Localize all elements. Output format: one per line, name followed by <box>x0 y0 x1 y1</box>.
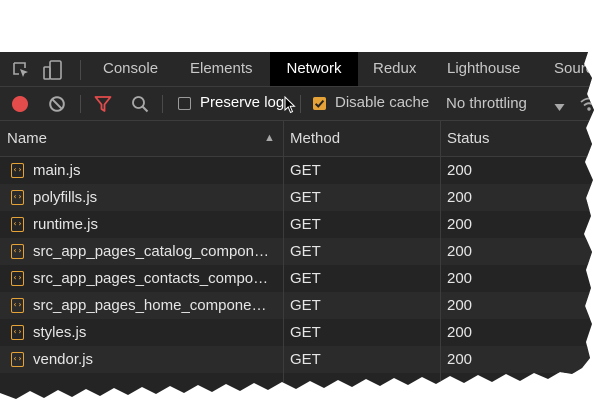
tab-redux-label: Redux <box>373 60 417 77</box>
table-row[interactable]: ‹› runtime.js GET 200 <box>0 211 594 238</box>
clear-icon[interactable] <box>48 95 66 113</box>
script-file-icon: ‹› <box>11 190 24 205</box>
tab-redux[interactable]: Redux <box>373 52 416 86</box>
table-row[interactable]: ‹› polyfills.js GET 200 <box>0 184 594 211</box>
script-file-icon: ‹› <box>11 325 24 340</box>
script-file-icon: ‹› <box>11 352 24 367</box>
tab-sources[interactable]: Sourc <box>554 52 593 86</box>
tab-network[interactable]: Network <box>270 52 358 86</box>
tab-elements[interactable]: Elements <box>190 52 253 86</box>
table-row[interactable]: ‹› src_app_pages_contacts_compo… GET 200 <box>0 265 594 292</box>
mouse-cursor-icon <box>284 95 296 114</box>
tab-sources-label: Sourc <box>554 60 594 77</box>
record-icon[interactable] <box>11 95 29 113</box>
request-method-cell: GET <box>290 162 321 179</box>
tab-console-label: Console <box>103 60 159 77</box>
request-name-cell: runtime.js <box>33 216 99 233</box>
throttling-select[interactable]: No throttling <box>446 95 527 112</box>
column-header-status[interactable]: Status <box>447 130 490 147</box>
network-conditions-icon[interactable] <box>580 96 594 112</box>
column-header-method[interactable]: Method <box>290 130 341 147</box>
request-method-cell: GET <box>290 351 321 368</box>
tab-elements-label: Elements <box>190 60 253 77</box>
request-name-cell: polyfills.js <box>33 189 98 206</box>
devtools-tab-bar: Console Elements Network Redux Lighthous… <box>0 52 594 87</box>
preserve-log-checkbox[interactable] <box>178 97 191 110</box>
request-method-cell: GET <box>290 324 321 341</box>
table-row[interactable]: ‹› src_app_pages_catalog_compon… GET 200 <box>0 238 594 265</box>
inspect-element-icon[interactable] <box>11 60 31 80</box>
preserve-log-label[interactable]: Preserve log <box>200 94 285 111</box>
filter-icon[interactable] <box>94 95 112 113</box>
request-status-cell: 200 <box>447 216 473 233</box>
script-file-icon: ‹› <box>11 217 24 232</box>
tab-network-label: Network <box>286 60 342 77</box>
request-status-cell: 200 <box>447 189 473 206</box>
table-header: Name ▲ Method Status <box>0 121 594 157</box>
request-name-cell: src_app_pages_home_compone… <box>33 297 267 314</box>
table-row[interactable]: ‹› main.js GET 200 <box>0 157 594 184</box>
request-method-cell: GET <box>290 270 321 287</box>
request-name-cell: src_app_pages_contacts_compo… <box>33 270 269 287</box>
request-name-cell: styles.js <box>33 324 87 341</box>
chevron-down-icon[interactable] <box>554 99 565 111</box>
request-name-cell: vendor.js <box>33 351 94 368</box>
tab-console[interactable]: Console <box>103 52 158 86</box>
disable-cache-checkbox[interactable] <box>313 97 326 110</box>
request-status-cell: 200 <box>447 162 473 179</box>
tab-lighthouse[interactable]: Lighthouse <box>447 52 520 86</box>
sort-ascending-icon[interactable]: ▲ <box>264 132 275 144</box>
request-method-cell: GET <box>290 216 321 233</box>
script-file-icon: ‹› <box>11 298 24 313</box>
column-divider[interactable] <box>283 121 284 399</box>
request-status-cell: 200 <box>447 270 473 287</box>
script-file-icon: ‹› <box>11 163 24 178</box>
table-row[interactable]: ‹› styles.js GET 200 <box>0 319 594 346</box>
network-toolbar: Preserve log Disable cache No throttling <box>0 87 594 121</box>
request-method-cell: GET <box>290 189 321 206</box>
device-toolbar-icon[interactable] <box>42 59 64 81</box>
request-method-cell: GET <box>290 297 321 314</box>
request-name-cell: main.js <box>33 162 81 179</box>
table-row[interactable]: ‹› vendor.js GET 200 <box>0 346 594 373</box>
request-status-cell: 200 <box>447 324 473 341</box>
request-status-cell: 200 <box>447 351 473 368</box>
column-divider[interactable] <box>440 121 441 399</box>
column-header-name[interactable]: Name <box>7 130 48 147</box>
request-status-cell: 200 <box>447 243 473 260</box>
request-method-cell: GET <box>290 243 321 260</box>
devtools-panel: Console Elements Network Redux Lighthous… <box>0 52 594 399</box>
script-file-icon: ‹› <box>11 271 24 286</box>
request-name-cell: src_app_pages_catalog_compon… <box>33 243 269 260</box>
script-file-icon: ‹› <box>11 244 24 259</box>
tab-lighthouse-label: Lighthouse <box>447 60 521 77</box>
disable-cache-label[interactable]: Disable cache <box>335 94 430 111</box>
table-row[interactable]: ‹› src_app_pages_home_compone… GET 200 <box>0 292 594 319</box>
request-status-cell: 200 <box>447 297 473 314</box>
search-icon[interactable] <box>131 95 149 113</box>
